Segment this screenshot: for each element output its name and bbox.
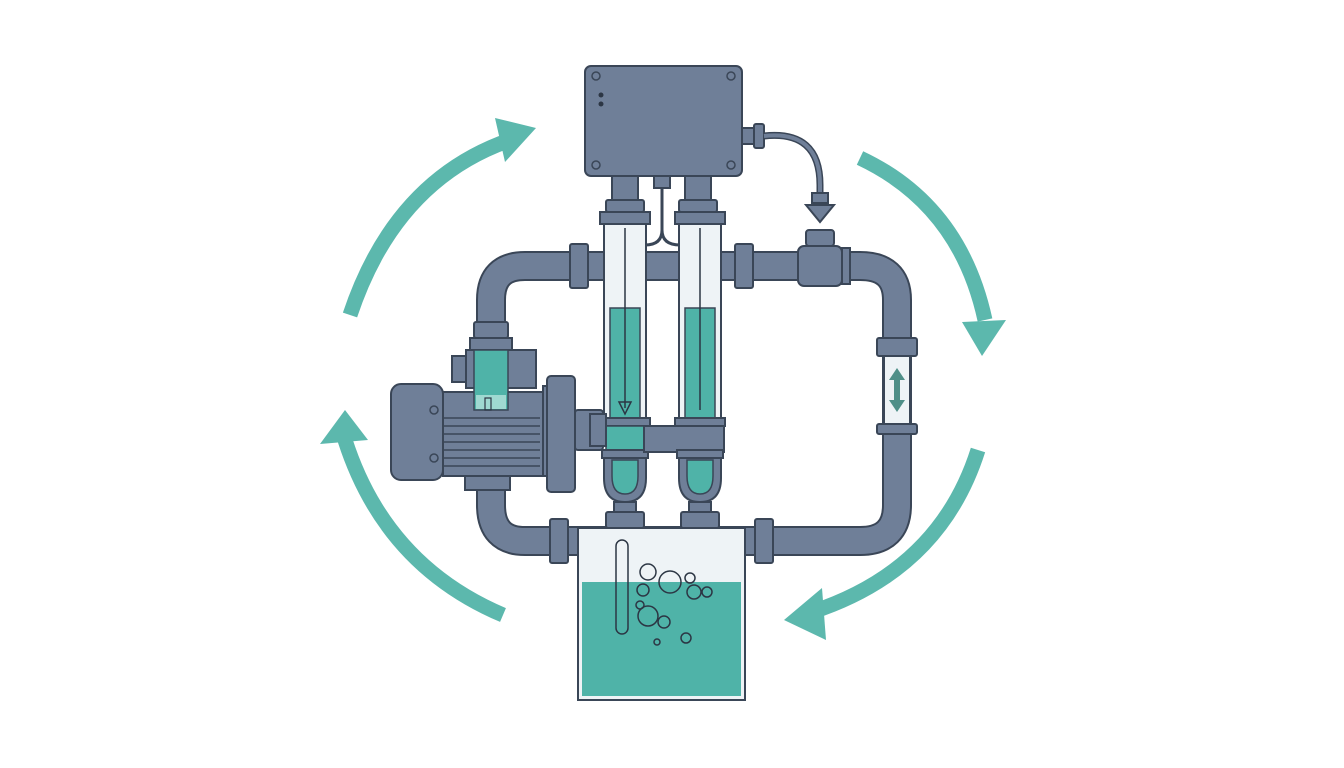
circulation-arrow-top-left (342, 118, 536, 318)
circulation-arrow-top-right (856, 151, 1006, 356)
circulation-arrow-bottom-left (320, 410, 506, 622)
control-box (584, 65, 851, 287)
water-tank (577, 527, 746, 701)
flow-meter (876, 337, 918, 435)
indicator-light (598, 92, 604, 98)
circulation-arrow-bottom-right (784, 447, 986, 640)
bubbles (635, 563, 713, 646)
pump (390, 337, 607, 493)
right-tube (643, 211, 726, 529)
indicator-light (598, 101, 604, 107)
tube-connectors (605, 175, 718, 247)
left-tube (599, 211, 651, 529)
